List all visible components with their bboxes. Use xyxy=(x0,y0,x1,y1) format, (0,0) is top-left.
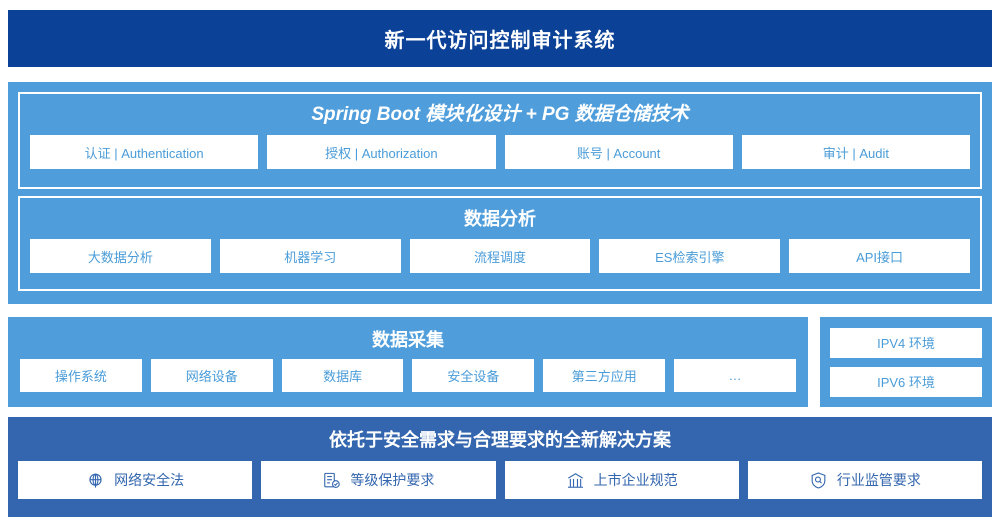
solution-section-title: 依托于安全需求与合理要求的全新解决方案 xyxy=(329,430,671,450)
collection-card-third-party-app[interactable]: 第三方应用 xyxy=(543,359,666,392)
shield-search-icon xyxy=(809,471,828,490)
data-analysis-card-row: 大数据分析 机器学习 流程调度 ES检索引擎 API接口 xyxy=(30,239,970,273)
collection-card-network-device[interactable]: 网络设备 xyxy=(150,359,273,392)
solution-card-label: 行业监管要求 xyxy=(836,472,921,488)
springboot-card-row: 认证 | Authentication 授权 | Authorization 账… xyxy=(30,135,970,169)
document-check-icon xyxy=(322,471,341,490)
ipv-environment-panel: IPV4 环境 IPV6 环境 xyxy=(820,317,992,407)
analysis-card-api[interactable]: API接口 xyxy=(789,239,970,273)
collection-card-operating-system[interactable]: 操作系统 xyxy=(20,359,142,392)
springboot-card-authorization[interactable]: 授权 | Authorization xyxy=(267,135,496,169)
solution-card-label: 等级保护要求 xyxy=(350,472,435,488)
solution-card-industry-regulation[interactable]: 行业监管要求 xyxy=(747,461,982,499)
springboot-panel: Spring Boot 模块化设计 + PG 数据仓储技术 认证 | Authe… xyxy=(18,92,982,189)
header-bar: 新一代访问控制审计系统 xyxy=(8,10,992,67)
solution-card-label: 上市企业规范 xyxy=(593,472,678,488)
solution-card-label: 网络安全法 xyxy=(114,472,185,488)
ipv6-environment-card[interactable]: IPV6 环境 xyxy=(830,366,982,397)
analysis-card-process-scheduling[interactable]: 流程调度 xyxy=(409,239,591,273)
collection-card-more[interactable]: … xyxy=(674,359,796,392)
bank-icon xyxy=(566,471,585,490)
data-analysis-panel-title: 数据分析 xyxy=(464,209,536,229)
springboot-card-audit[interactable]: 审计 | Audit xyxy=(741,135,970,169)
collection-card-database[interactable]: 数据库 xyxy=(281,359,404,392)
analysis-card-machine-learning[interactable]: 机器学习 xyxy=(219,239,401,273)
ipv4-environment-card[interactable]: IPV4 环境 xyxy=(830,327,982,358)
collection-row: 数据采集 操作系统 网络设备 数据库 安全设备 第三方应用 … IPV4 环境 … xyxy=(8,317,992,407)
solution-card-row: 网络安全法 等级保护要求 xyxy=(18,461,982,499)
analysis-card-es-search-engine[interactable]: ES检索引擎 xyxy=(599,239,781,273)
data-collection-panel-title: 数据采集 xyxy=(372,330,444,350)
data-collection-panel: 数据采集 操作系统 网络设备 数据库 安全设备 第三方应用 … xyxy=(8,317,808,407)
springboot-panel-title: Spring Boot 模块化设计 + PG 数据仓储技术 xyxy=(311,104,689,125)
page-title: 新一代访问控制审计系统 xyxy=(384,30,616,52)
data-analysis-panel: 数据分析 大数据分析 机器学习 流程调度 ES检索引擎 API接口 xyxy=(18,196,982,291)
solution-card-mlps-requirement[interactable]: 等级保护要求 xyxy=(261,461,496,499)
data-collection-card-row: 操作系统 网络设备 数据库 安全设备 第三方应用 … xyxy=(20,359,796,392)
solution-card-listed-company-norms[interactable]: 上市企业规范 xyxy=(504,461,739,499)
springboot-card-account[interactable]: 账号 | Account xyxy=(504,135,733,169)
collection-card-security-device[interactable]: 安全设备 xyxy=(412,359,535,392)
analysis-card-big-data[interactable]: 大数据分析 xyxy=(30,239,211,273)
solution-section: 依托于安全需求与合理要求的全新解决方案 网络安全法 xyxy=(8,417,992,517)
springboot-card-authentication[interactable]: 认证 | Authentication xyxy=(30,135,259,169)
platform-section: Spring Boot 模块化设计 + PG 数据仓储技术 认证 | Authe… xyxy=(8,82,992,304)
globe-icon xyxy=(86,471,105,490)
solution-card-cybersecurity-law[interactable]: 网络安全法 xyxy=(18,461,253,499)
